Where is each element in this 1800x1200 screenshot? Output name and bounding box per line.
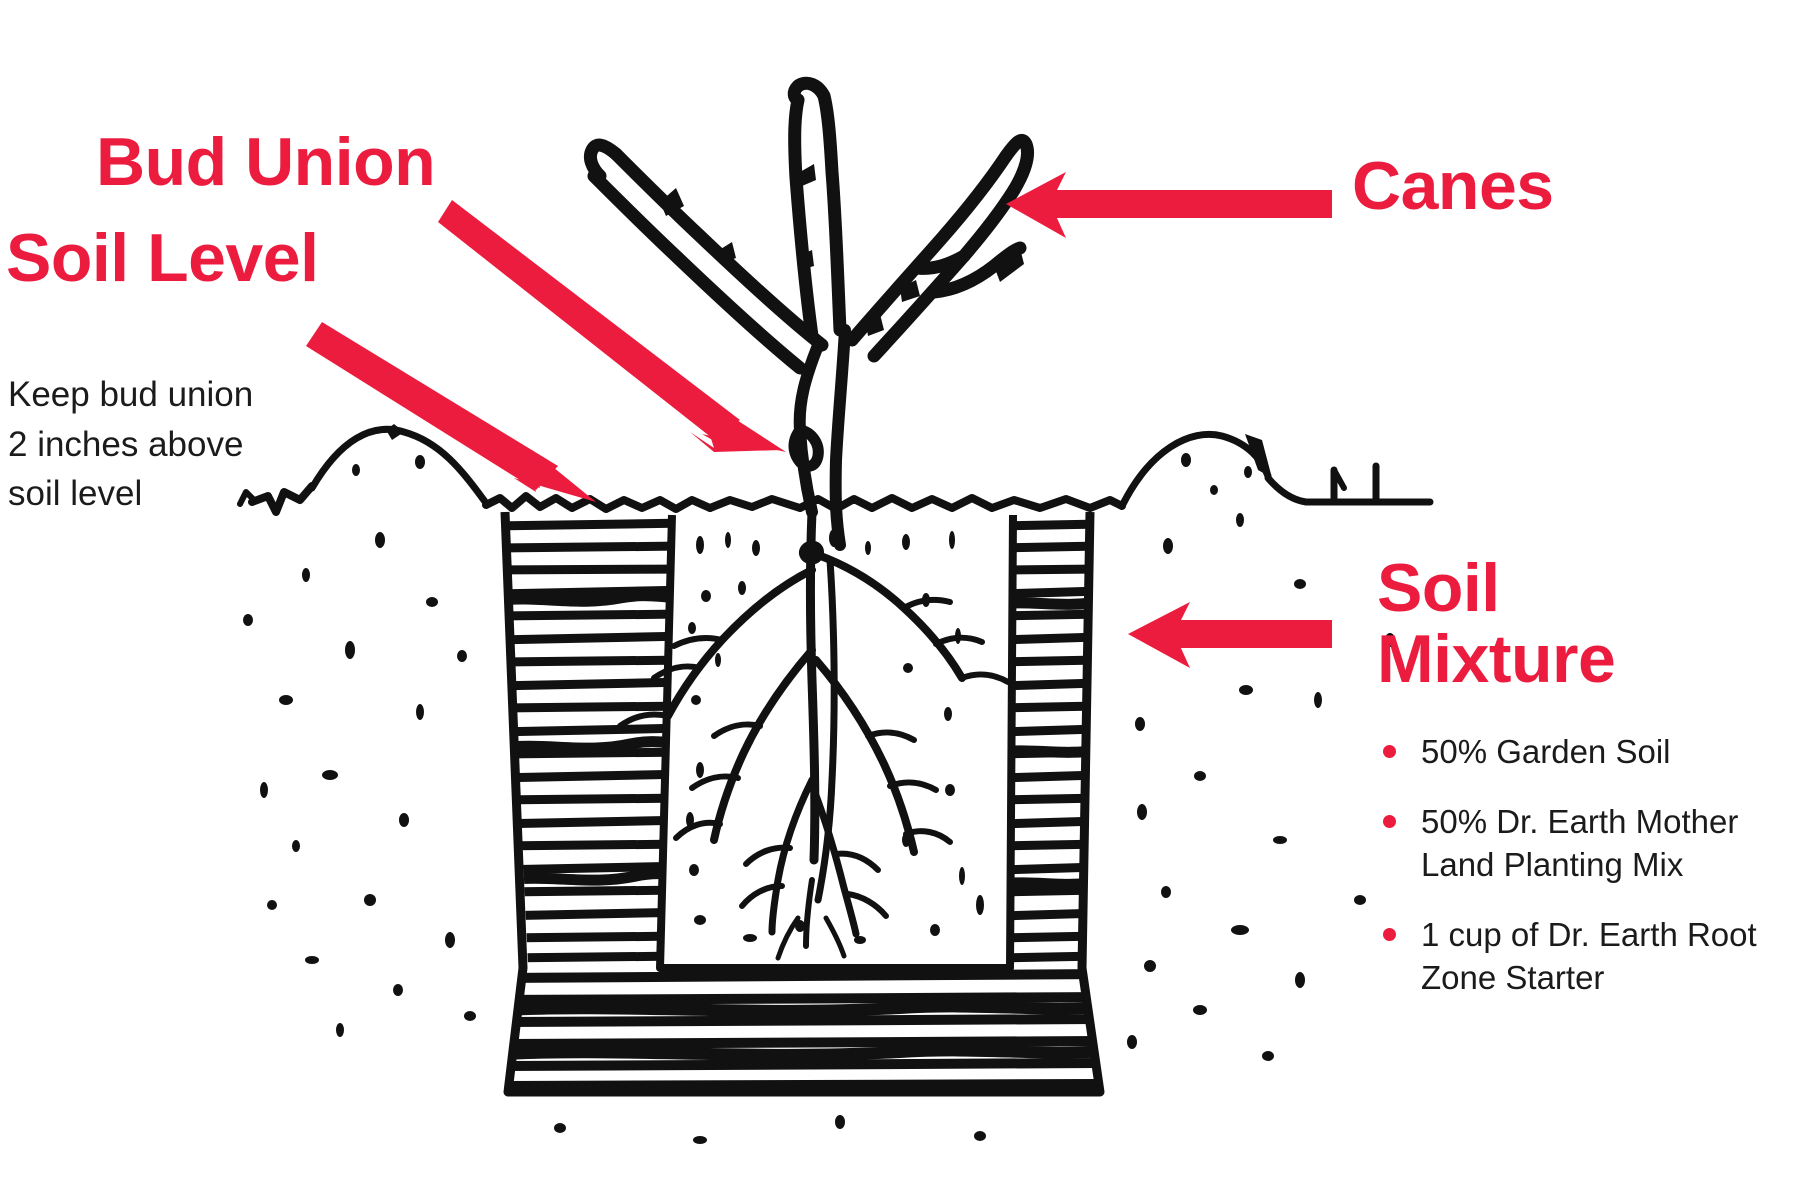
backfill-hatching-bottom — [508, 969, 1097, 1091]
canes-label: Canes — [1352, 148, 1554, 224]
bullet-dot-icon — [1383, 814, 1396, 828]
soil-mound-peak — [1245, 434, 1272, 478]
list-item: 50% Garden Soil — [1377, 730, 1797, 774]
list-item: 1 cup of Dr. Earth Root Zone Starter — [1377, 913, 1797, 1000]
root-crown — [798, 540, 824, 565]
soil-speckles — [243, 453, 1395, 1144]
hole-rim-left — [482, 492, 714, 513]
planting-hole-outline — [500, 511, 1105, 1097]
bullet-dot-icon — [1383, 745, 1396, 758]
hole-rim-right — [796, 494, 1126, 513]
soil-mixture-arrow — [1128, 602, 1332, 668]
hole-rim-center — [706, 495, 804, 512]
bud-union-label: Bud Union — [96, 124, 436, 200]
list-item-label: 1 cup of Dr. Earth Root Zone Starter — [1421, 915, 1757, 997]
soil-level-note: Keep bud union 2 inches above soil level — [8, 375, 254, 514]
bullet-dot-icon — [1383, 927, 1396, 941]
canes-arrow — [1006, 172, 1332, 238]
backfill-hatching-left — [507, 518, 672, 963]
list-item-label: 50% Dr. Earth Mother Land Planting Mix — [1421, 802, 1739, 884]
soil-level-arrow — [306, 322, 596, 502]
list-item: 50% Dr. Earth Mother Land Planting Mix — [1377, 800, 1797, 887]
soil-mound-peak-left — [386, 424, 404, 440]
soil-mixture-label-line1: Soil — [1377, 550, 1500, 626]
bud-union-knuckle — [788, 424, 824, 472]
rose-canes — [583, 76, 1034, 375]
rose-roots — [617, 507, 1011, 961]
soil-level-label: Soil Level — [6, 220, 319, 296]
list-item-label: 50% Garden Soil — [1421, 733, 1671, 770]
soil-mixture-label-line2: Mixture — [1377, 620, 1616, 697]
soil-mixture-list: 50% Garden Soil 50% Dr. Earth Mother Lan… — [1377, 730, 1797, 1026]
bud-union-arrow — [438, 200, 786, 452]
